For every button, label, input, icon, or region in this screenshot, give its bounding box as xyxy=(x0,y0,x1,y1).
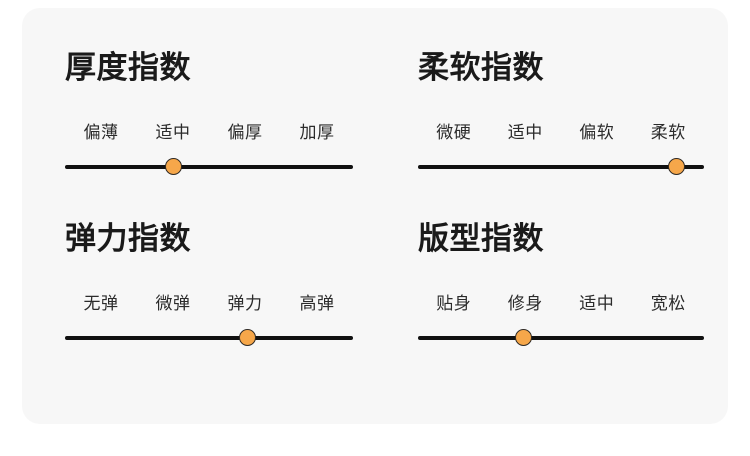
slider-track[interactable] xyxy=(418,336,704,340)
scale-label-2[interactable]: 弹力 xyxy=(227,294,263,313)
scale-label-1[interactable]: 适中 xyxy=(155,123,191,142)
scale-label-0[interactable]: 无弹 xyxy=(83,294,119,313)
panel-elasticity-index: 弹力指数 无弹 微弹 弹力 高弹 xyxy=(22,223,375,394)
scale-label-3[interactable]: 加厚 xyxy=(299,123,335,142)
scale-label-3[interactable]: 高弹 xyxy=(299,294,335,313)
scale-label-3[interactable]: 宽松 xyxy=(650,294,686,313)
scale-label-1[interactable]: 适中 xyxy=(507,123,543,142)
slider-thumb[interactable] xyxy=(239,329,257,346)
panel-fit-index: 版型指数 贴身 修身 适中 宽松 xyxy=(375,223,728,394)
panel-title: 柔软指数 xyxy=(418,50,544,85)
panel-title: 弹力指数 xyxy=(65,221,191,256)
slider-track[interactable] xyxy=(418,165,704,169)
slider-thumb[interactable] xyxy=(515,329,533,346)
fit-slider[interactable] xyxy=(418,329,704,347)
indices-grid: 厚度指数 偏薄 适中 偏厚 加厚 柔软指数 微硬 适中 偏软 xyxy=(22,8,728,424)
scale-label-0[interactable]: 微硬 xyxy=(436,123,472,142)
panel-title: 版型指数 xyxy=(418,221,544,256)
scale-label-0[interactable]: 贴身 xyxy=(436,294,472,313)
scale-label-1[interactable]: 修身 xyxy=(507,294,543,313)
scale-labels: 无弹 微弹 弹力 高弹 xyxy=(65,295,353,312)
panel-softness-index: 柔软指数 微硬 适中 偏软 柔软 xyxy=(375,52,728,223)
scale-label-2[interactable]: 适中 xyxy=(579,294,615,313)
scale-label-1[interactable]: 微弹 xyxy=(155,294,191,313)
scale-label-3[interactable]: 柔软 xyxy=(650,123,686,142)
slider-track[interactable] xyxy=(65,165,353,169)
indices-card: 厚度指数 偏薄 适中 偏厚 加厚 柔软指数 微硬 适中 偏软 xyxy=(22,8,728,424)
thickness-slider[interactable] xyxy=(65,158,353,176)
scale-labels: 偏薄 适中 偏厚 加厚 xyxy=(65,124,353,141)
scale-label-2[interactable]: 偏软 xyxy=(579,123,615,142)
panel-thickness-index: 厚度指数 偏薄 适中 偏厚 加厚 xyxy=(22,52,375,223)
scale-labels: 微硬 适中 偏软 柔软 xyxy=(418,124,704,141)
scale-label-0[interactable]: 偏薄 xyxy=(83,123,119,142)
slider-thumb[interactable] xyxy=(668,158,686,175)
softness-slider[interactable] xyxy=(418,158,704,176)
scale-labels: 贴身 修身 适中 宽松 xyxy=(418,295,704,312)
slider-track[interactable] xyxy=(65,336,353,340)
scale-label-2[interactable]: 偏厚 xyxy=(227,123,263,142)
elasticity-slider[interactable] xyxy=(65,329,353,347)
panel-title: 厚度指数 xyxy=(65,50,191,85)
slider-thumb[interactable] xyxy=(164,158,182,175)
